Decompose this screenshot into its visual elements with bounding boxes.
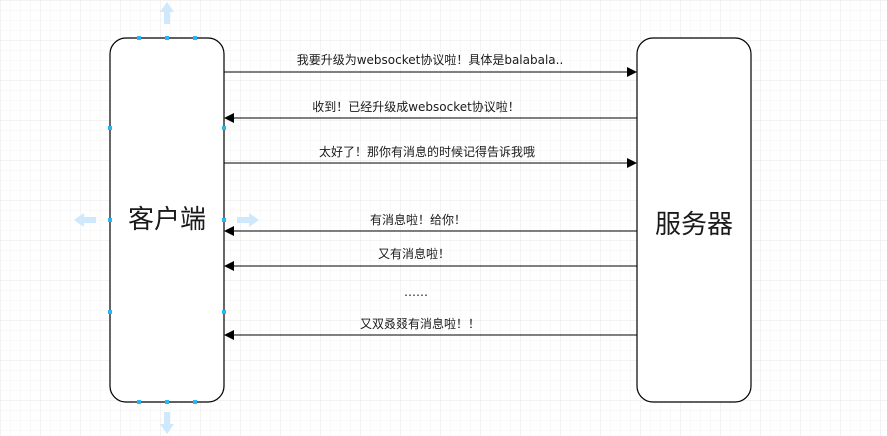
messages: 我要升级为websocket协议啦！具体是balabala.. 收到！已经升级成… [224,52,637,340]
message-label-3: 太好了！那你有消息的时候记得告诉我哦 [319,144,535,159]
message-label-7: 又双叒叕有消息啦！！ [360,316,480,331]
client-label: 客户端 [128,205,206,235]
handle-top-1 [137,36,141,40]
selection-handles[interactable] [108,36,226,404]
hint-arrow-up-icon [160,2,174,24]
server-label: 服务器 [655,210,733,240]
handle-left-2 [108,218,112,222]
handle-bottom-3 [193,400,197,404]
hint-arrow-down-icon [160,412,174,434]
handle-right-3 [222,310,226,314]
message-label-5: 又有消息啦！ [378,246,450,261]
client-node[interactable]: 客户端 [109,37,225,403]
handle-top-3 [193,36,197,40]
handle-top-2 [165,36,169,40]
handle-left-1 [108,126,112,130]
connection-hints[interactable] [74,2,259,434]
message-label-2: 收到！已经升级成websocket协议啦！ [312,99,520,114]
hint-arrow-right-icon [237,213,259,227]
message-label-4: 有消息啦！给你！ [370,212,466,227]
handle-right-2 [222,218,226,222]
handle-bottom-2 [165,400,169,404]
message-ellipsis: …… [404,285,428,299]
server-box[interactable] [636,37,752,403]
handle-bottom-1 [137,400,141,404]
server-node[interactable]: 服务器 [636,37,752,403]
hint-arrow-left-icon [74,213,96,227]
message-label-1: 我要升级为websocket协议啦！具体是balabala.. [297,52,564,67]
handle-right-1 [222,126,226,130]
handle-left-3 [108,310,112,314]
